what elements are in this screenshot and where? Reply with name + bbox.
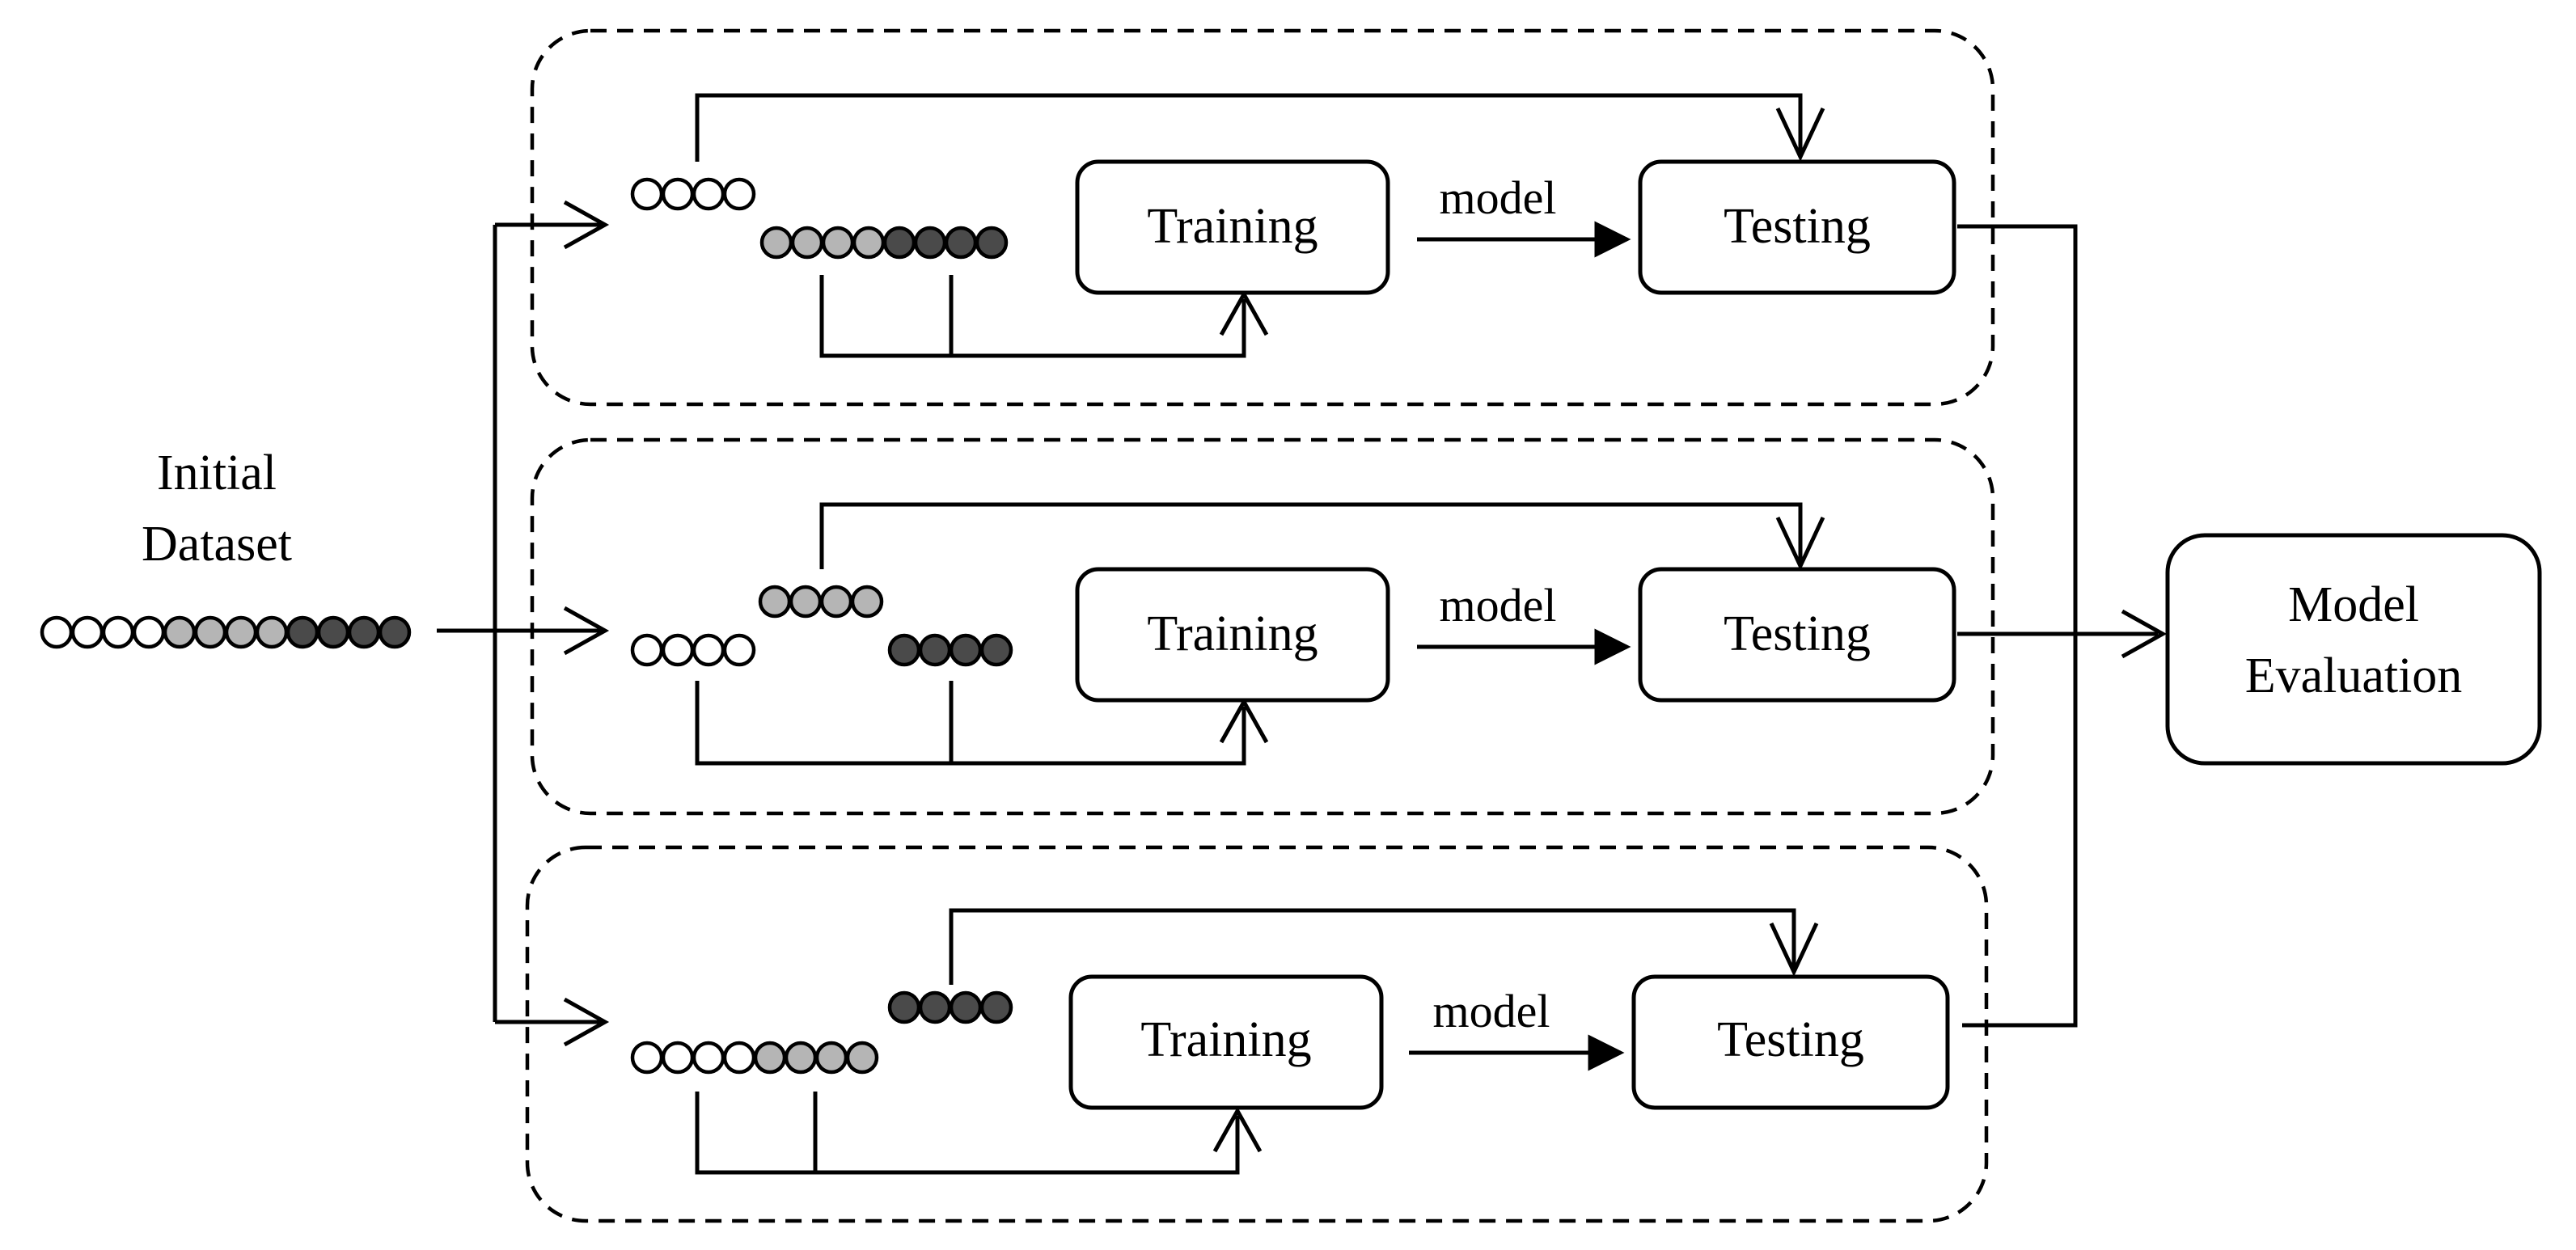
- sample-circle-white: [630, 633, 664, 667]
- fold-3-training-box: [1068, 974, 1384, 1110]
- evaluation-connectors: [1957, 224, 2168, 1028]
- sample-circle-light: [759, 226, 793, 260]
- sample-circle-light: [821, 226, 855, 260]
- sample-circle-dark: [887, 633, 921, 667]
- sample-circle-light: [789, 585, 823, 619]
- sample-circle-dark: [882, 226, 916, 260]
- fold-1-training-box: [1075, 159, 1390, 295]
- fold-2-train-samples-a: [758, 585, 884, 619]
- sample-circle-white: [132, 615, 166, 649]
- sample-circle-light: [819, 585, 853, 619]
- sample-circle-dark: [975, 226, 1009, 260]
- fold-1: Training Testing model: [530, 28, 1995, 407]
- initial-dataset-label-line1: Initial: [157, 446, 277, 500]
- sample-circle-light: [758, 585, 792, 619]
- sample-circle-dark: [949, 633, 983, 667]
- sample-circle-dark: [316, 615, 350, 649]
- sample-circle-white: [722, 633, 756, 667]
- sample-circle-light: [224, 615, 258, 649]
- fold-2: Training Testing model: [530, 437, 1995, 816]
- fold-2-train-samples-b: [887, 633, 1013, 667]
- sample-circle-white: [722, 1041, 756, 1075]
- fold-1-frame: [530, 28, 1995, 407]
- sample-circle-light: [255, 615, 289, 649]
- model-evaluation-label-line1: Model: [2288, 577, 2419, 632]
- fold-3-frame: [525, 845, 1989, 1223]
- fold-2-training-box: [1075, 567, 1390, 703]
- fold-1-training-label: Training: [1147, 199, 1318, 254]
- fold-3: Training Testing model: [525, 845, 1989, 1223]
- sample-circle-white: [101, 615, 135, 649]
- sample-circle-dark: [378, 615, 412, 649]
- sample-circle-dark: [347, 615, 381, 649]
- sample-circle-light: [193, 615, 227, 649]
- fold-3-testing-label: Testing: [1717, 1012, 1864, 1067]
- sample-circle-light: [852, 226, 886, 260]
- sample-circle-dark: [286, 615, 319, 649]
- sample-circle-dark: [887, 990, 921, 1024]
- fold-2-test-samples: [630, 633, 756, 667]
- sample-circle-white: [692, 633, 725, 667]
- sample-circle-white: [630, 177, 664, 211]
- sample-circle-dark: [979, 633, 1013, 667]
- sample-circle-white: [661, 177, 695, 211]
- initial-dataset-samples: [40, 615, 412, 649]
- fold-2-testing-box: [1638, 567, 1956, 703]
- sample-circle-light: [753, 1041, 787, 1075]
- fold-1-train-samples: [759, 226, 1009, 260]
- fold-1-testing-box: [1638, 159, 1956, 295]
- sample-circle-dark: [949, 990, 983, 1024]
- sample-circle-white: [661, 1041, 695, 1075]
- sample-circle-white: [630, 1041, 664, 1075]
- fold-3-model-label: model: [1433, 985, 1550, 1037]
- split-connectors: [437, 200, 610, 1047]
- sample-circle-light: [850, 585, 884, 619]
- fold-1-model-label: model: [1440, 171, 1557, 224]
- fold-2-testing-label: Testing: [1724, 606, 1871, 661]
- sample-circle-light: [790, 226, 824, 260]
- sample-circle-dark: [913, 226, 947, 260]
- fold-2-training-label: Training: [1147, 606, 1318, 661]
- sample-circle-white: [692, 1041, 725, 1075]
- sample-circle-white: [661, 633, 695, 667]
- fold-2-model-label: model: [1440, 579, 1557, 631]
- fold-2-frame: [530, 437, 1995, 816]
- fold-1-testing-label: Testing: [1724, 199, 1871, 254]
- sample-circle-white: [722, 177, 756, 211]
- sample-circle-dark: [918, 990, 952, 1024]
- sample-circle-light: [784, 1041, 818, 1075]
- sample-circle-dark: [944, 226, 978, 260]
- fold-3-train-samples: [630, 1041, 879, 1075]
- sample-circle-white: [70, 615, 104, 649]
- sample-circle-dark: [979, 990, 1013, 1024]
- fold-3-test-samples: [887, 990, 1013, 1024]
- sample-circle-light: [814, 1041, 848, 1075]
- model-evaluation-box: [2165, 533, 2542, 766]
- sample-circle-light: [845, 1041, 879, 1075]
- fold-3-testing-box: [1631, 974, 1950, 1110]
- sample-circle-white: [692, 177, 725, 211]
- fold-1-test-samples: [630, 177, 756, 211]
- fold-3-training-label: Training: [1140, 1012, 1311, 1067]
- initial-dataset-label-line2: Dataset: [142, 517, 292, 572]
- model-evaluation-label-line2: Evaluation: [2245, 648, 2463, 703]
- sample-circle-dark: [918, 633, 952, 667]
- sample-circle-light: [163, 615, 197, 649]
- sample-circle-white: [40, 615, 74, 649]
